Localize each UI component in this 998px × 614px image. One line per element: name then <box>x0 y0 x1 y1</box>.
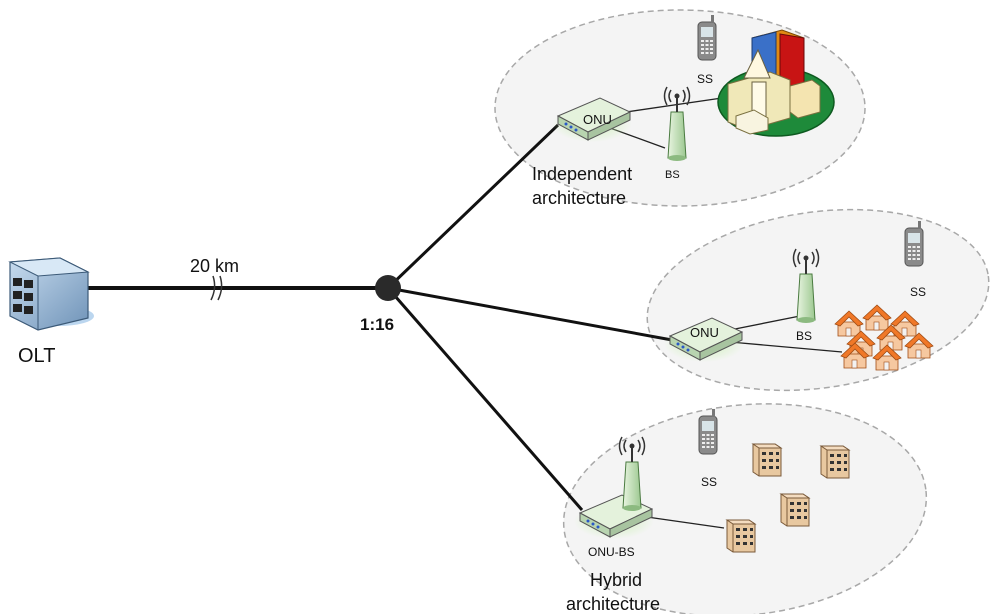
onu-label-independent: ONU <box>583 112 612 127</box>
splitter-ratio-label: 1:16 <box>360 315 394 334</box>
link-onu-houses <box>729 341 843 353</box>
ss-label-independent: SS <box>697 72 713 86</box>
middle-region <box>646 208 990 392</box>
link-onu-bs-middle <box>729 315 801 331</box>
fiber-distance-label: 20 km <box>190 256 239 276</box>
olt-label: OLT <box>18 345 55 367</box>
fiber-branch-hybrid <box>386 287 584 511</box>
ss-label-hybrid: SS <box>701 475 717 489</box>
fiber-cut-mark <box>210 275 223 301</box>
olt-icon <box>8 257 94 331</box>
ss-label-middle: SS <box>910 285 926 299</box>
onu-label-middle: ONU <box>690 325 719 340</box>
fiber-branch-independent <box>386 123 560 290</box>
bs-label-middle: BS <box>796 329 812 343</box>
city-icon <box>717 29 835 137</box>
phone-icon <box>698 408 718 455</box>
arch-label-hybrid-line2: architecture <box>566 594 660 614</box>
fiber-branch-middle <box>387 286 673 342</box>
arch-label-independent-line1: Independent <box>532 164 632 184</box>
arch-label-independent-line2: architecture <box>532 188 626 208</box>
phone-icon <box>904 220 924 267</box>
bs-label-independent: BS <box>665 169 680 181</box>
arch-label-hybrid-line1: Hybrid <box>590 570 642 590</box>
onu-label-hybrid: ONU-BS <box>588 545 635 559</box>
splitter-node <box>375 275 401 301</box>
link-onu-city <box>625 97 723 113</box>
link-onubs-building <box>639 515 725 529</box>
phone-icon <box>697 14 717 61</box>
